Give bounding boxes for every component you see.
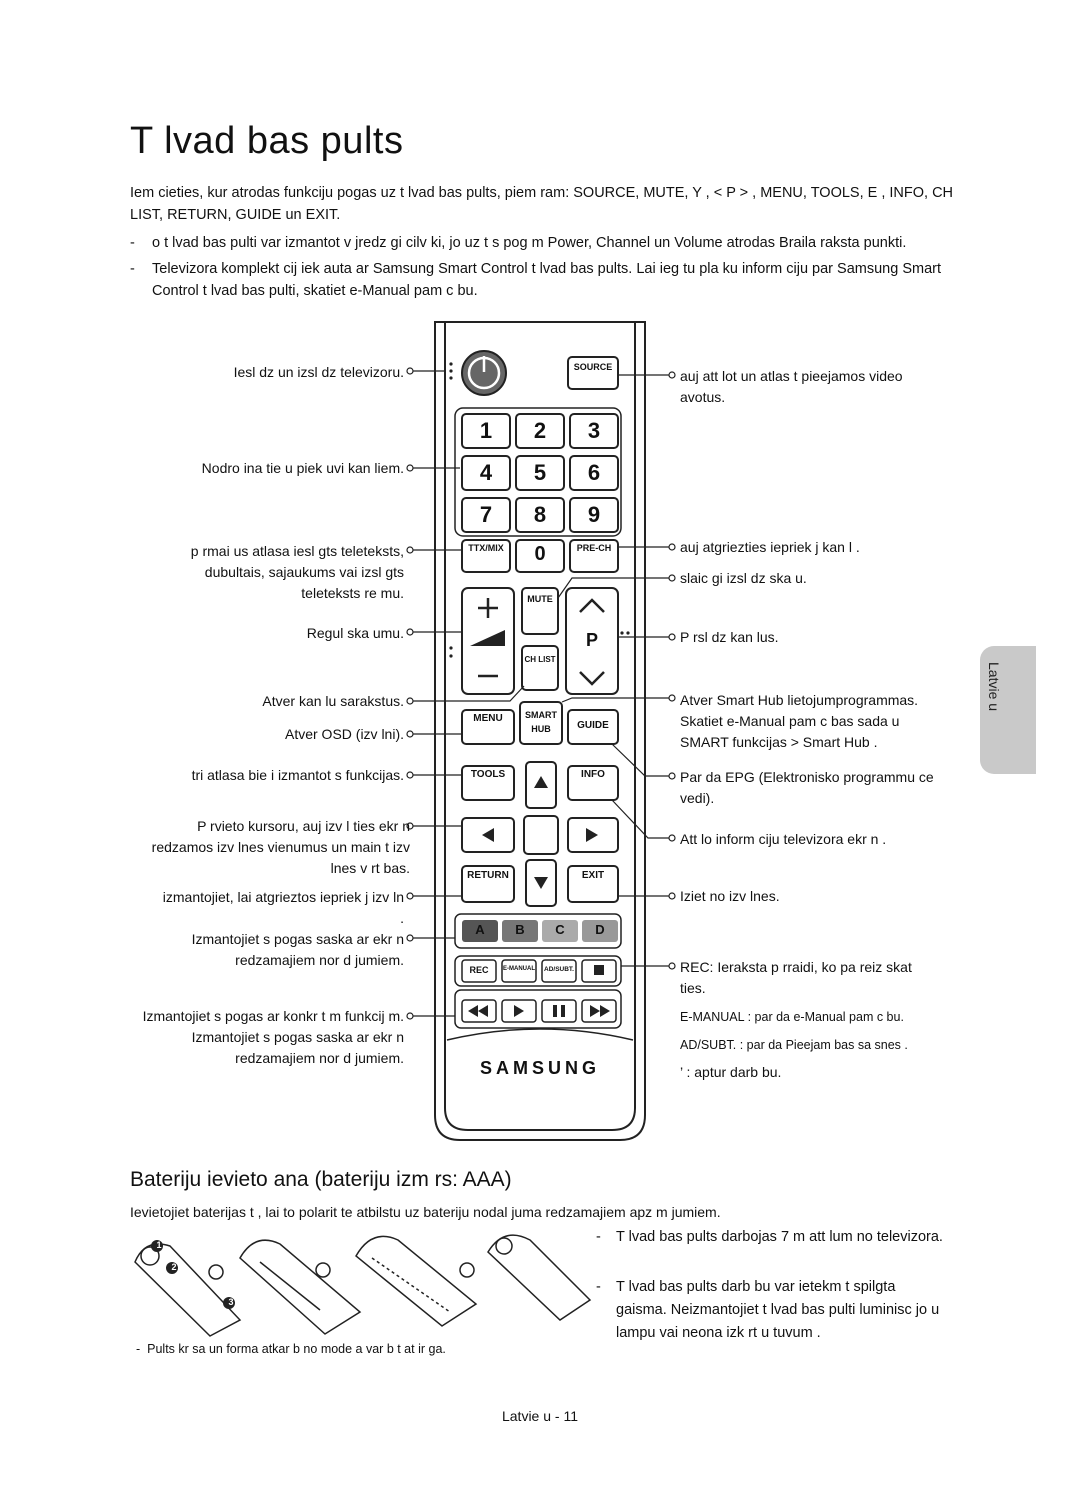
channel-button[interactable]: P (585, 630, 598, 650)
note-braille: - o t lvad bas pulti var izmantot v jred… (130, 235, 907, 251)
color-d-button[interactable]: D (595, 922, 605, 937)
label-mute: slaic gi izsl dz ska u. (680, 570, 807, 586)
label-exit: Iziet no izv lnes. (680, 888, 780, 904)
ch-list-button[interactable]: CH LIST (524, 655, 556, 664)
page-footer: Latvie u - 11 (501, 1408, 578, 1424)
pre-ch-button[interactable]: PRE-CH (576, 543, 612, 553)
color-c-button[interactable]: C (555, 922, 565, 937)
digit-9-button[interactable]: 9 (587, 502, 601, 527)
return-button[interactable]: RETURN (467, 870, 509, 881)
step-2-number: 2 (171, 1262, 177, 1272)
digit-5-button[interactable]: 5 (533, 460, 547, 485)
label-guide: Par da EPG (Elektronisko programmu ce ve… (680, 769, 934, 806)
label-ch-list: Atver kan lu sarakstus. (262, 693, 404, 709)
menu-button[interactable]: MENU (473, 713, 503, 724)
battery-tip-range: - T lvad bas pults darbojas 7 m att lum … (596, 1229, 943, 1245)
exit-button[interactable]: EXIT (581, 870, 605, 881)
step-3-number: 3 (228, 1297, 234, 1307)
rec-button[interactable]: REC (469, 965, 489, 975)
label-tools: tri atlasa bie i izmantot s funkcijas. (191, 767, 404, 783)
label-numbers: Nodro ina tie u piek uvi kan liem. (201, 460, 404, 476)
step-1-number: 1 (156, 1240, 162, 1250)
color-a-button[interactable]: A (475, 922, 485, 937)
smart-hub-button[interactable]: SMART (525, 710, 557, 720)
digit-0-button[interactable]: 0 (534, 543, 546, 565)
label-navigation: P rvieto kursoru, auj izv l ties ekr n r… (151, 818, 410, 876)
label-smart-hub: Atver Smart Hub lietojumprogrammas. Skat… (680, 692, 919, 750)
label-stop: ’ : aptur darb bu. (680, 1064, 782, 1080)
label-function-buttons: Izmantojiet s pogas ar konkr t m funkcij… (142, 1008, 404, 1066)
battery-tip-light: - T lvad bas pults darb bu var ietekm t … (596, 1279, 940, 1341)
battery-illustrations (134, 1234, 592, 1337)
tools-button[interactable]: TOOLS (470, 769, 506, 780)
info-button[interactable]: INFO (581, 769, 605, 780)
digit-2-button[interactable]: 2 (533, 418, 547, 443)
label-pre-ch: auj atgriezties iepriek j kan l . (680, 539, 860, 555)
digit-3-button[interactable]: 3 (587, 418, 601, 443)
digit-8-button[interactable]: 8 (533, 502, 547, 527)
label-ttx: p rmai us atlasa iesl gts teleteksts, du… (190, 543, 404, 601)
label-return: izmantojiet, lai atgrieztos iepriek j iz… (162, 889, 404, 926)
ttx-mix-button[interactable]: TTX/MIX (468, 543, 504, 553)
brand-logo: SAMSUNG (479, 1058, 600, 1078)
label-ad-subt: AD/SUBT. : par da Pieejam bas sa snes . (680, 1038, 908, 1052)
label-info: Att lo inform ciju televizora ekr n . (680, 831, 887, 847)
guide-button[interactable]: GUIDE (577, 720, 609, 731)
digit-4-button[interactable]: 4 (479, 460, 493, 485)
digit-6-button[interactable]: 6 (587, 460, 601, 485)
battery-heading: Bateriju ievieto ana (bateriju izm rs: A… (130, 1168, 512, 1191)
source-button[interactable]: SOURCE (573, 362, 613, 372)
language-tab: Latvie u (980, 646, 1036, 774)
label-volume: Regul ska umu. (306, 625, 404, 641)
page-title: T lvad bas pults (130, 120, 404, 162)
label-rec: REC: Ieraksta p rraidi, ko pa reiz skat … (680, 959, 912, 996)
smart-hub-button-label: HUB (531, 724, 551, 734)
intro-text: Iem cieties, kur atrodas funkciju pogas … (130, 185, 954, 223)
label-power: Iesl dz un izsl dz televizoru. (233, 364, 404, 380)
color-b-button[interactable]: B (515, 922, 525, 937)
label-channel: P rsl dz kan lus. (680, 629, 779, 645)
label-menu: Atver OSD (izv lni). (284, 726, 404, 742)
digit-1-button[interactable]: 1 (479, 418, 493, 443)
label-color-buttons: Izmantojiet s pogas saska ar ekr n redza… (191, 931, 404, 968)
note-smart-control: - Televizora komplekt cij iek auta ar Sa… (130, 261, 941, 299)
ad-subt-button[interactable]: AD/SUBT. (544, 966, 574, 973)
battery-instruction: Ievietojiet baterijas t , lai to polarit… (130, 1204, 721, 1220)
mute-button[interactable]: MUTE (527, 594, 553, 604)
e-manual-button[interactable]: E-MANUAL (503, 966, 535, 972)
battery-footnote: - Pults kr sa un forma atkar b no mode a… (136, 1342, 446, 1356)
label-source: auj att lot un atlas t pieejamos video a… (680, 368, 903, 405)
digit-7-button[interactable]: 7 (479, 502, 493, 527)
label-e-manual: E-MANUAL : par da e-Manual pam c bu. (680, 1010, 904, 1024)
